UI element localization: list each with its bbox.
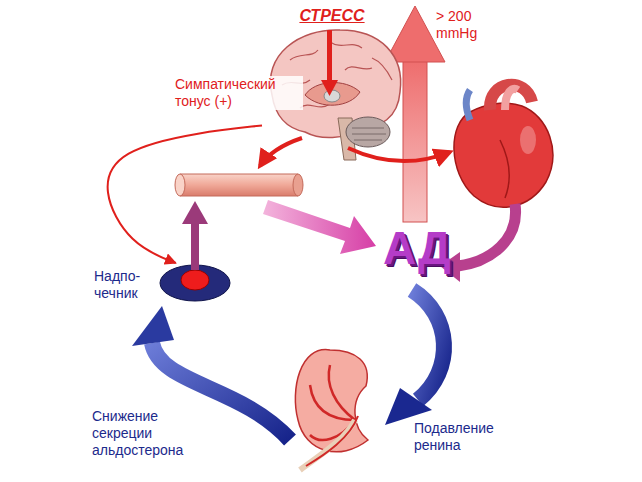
heart xyxy=(454,85,553,207)
renin-label: Подавление ренина xyxy=(414,420,514,454)
adrenal-vessel-arrow xyxy=(182,201,208,270)
node-text: АД xyxy=(381,224,455,272)
vessel-pressure-arrow xyxy=(263,200,376,254)
edge-label: Симпатический тонус (+) xyxy=(175,76,303,110)
adrenal-gland xyxy=(160,265,230,301)
node-text: СТРЕСС xyxy=(262,6,402,25)
sympathetic-connector xyxy=(108,126,262,264)
kidney xyxy=(295,350,368,470)
renin-arrow xyxy=(385,290,444,425)
adrenal-node: Надпо- чечник xyxy=(158,263,232,303)
node-text: Надпо- чечник xyxy=(94,268,152,302)
brain-vessel-arrow xyxy=(260,138,302,166)
stress-arrow xyxy=(321,30,338,96)
brain-heart-arrow xyxy=(348,148,450,161)
pressure-node: АД xyxy=(381,224,455,273)
aldosterone-label: Снижение секреции альдостерона xyxy=(92,408,217,458)
pressure-value: > 200 mmHg xyxy=(436,8,488,42)
heart-pressure-arrow xyxy=(440,204,516,282)
blood-vessel xyxy=(175,174,303,196)
